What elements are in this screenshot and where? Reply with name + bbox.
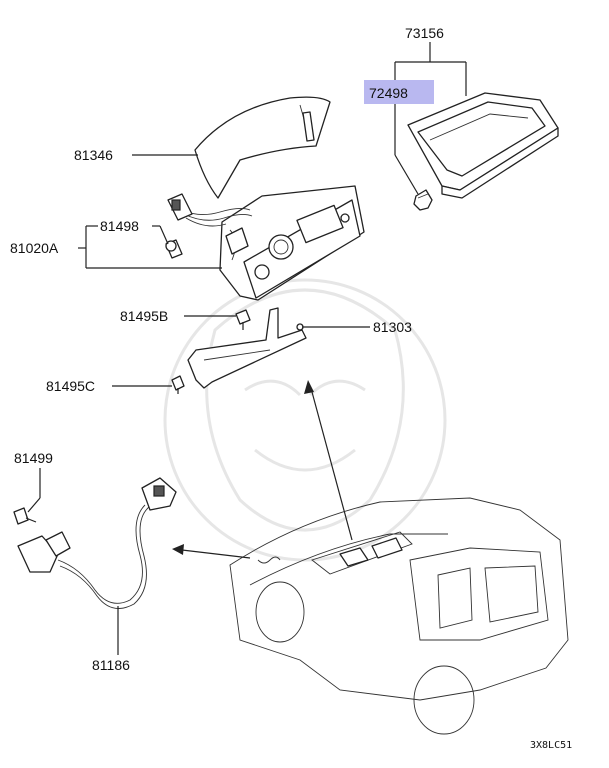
bolt-part-81499[interactable] [13,507,37,525]
label-81495B[interactable]: 81495B [120,308,168,324]
watermark-emblem [163,278,447,562]
sensor-part-81186[interactable] [17,477,177,609]
label-81499[interactable]: 81499 [14,450,53,466]
label-81346[interactable]: 81346 [74,147,113,163]
bulb-part-81498[interactable] [165,239,183,259]
label-81186[interactable]: 81186 [92,657,130,673]
highlight-box-72498 [364,80,434,104]
label-73156[interactable]: 73156 [405,25,444,41]
label-81020A[interactable]: 81020A [10,240,59,256]
clock-assembly-part-81020A[interactable] [219,185,365,301]
screw-part-81495B[interactable] [235,309,251,330]
screw-part-81495C[interactable] [171,375,185,394]
wire-harness [167,193,253,227]
leader-lines [27,42,467,655]
label-81303[interactable]: 81303 [373,319,412,335]
vehicle-outline [229,497,569,735]
meter-hood-part-73156[interactable] [407,92,559,199]
label-72498[interactable]: 72498 [369,85,408,101]
diagram-code: 3X8LC51 [530,740,572,751]
label-81498[interactable]: 81498 [100,218,139,234]
bracket-part-81303[interactable] [187,307,307,389]
clip-part-72498[interactable] [413,189,433,211]
cover-part-81346[interactable] [194,96,331,199]
label-81495C[interactable]: 81495C [46,378,95,394]
